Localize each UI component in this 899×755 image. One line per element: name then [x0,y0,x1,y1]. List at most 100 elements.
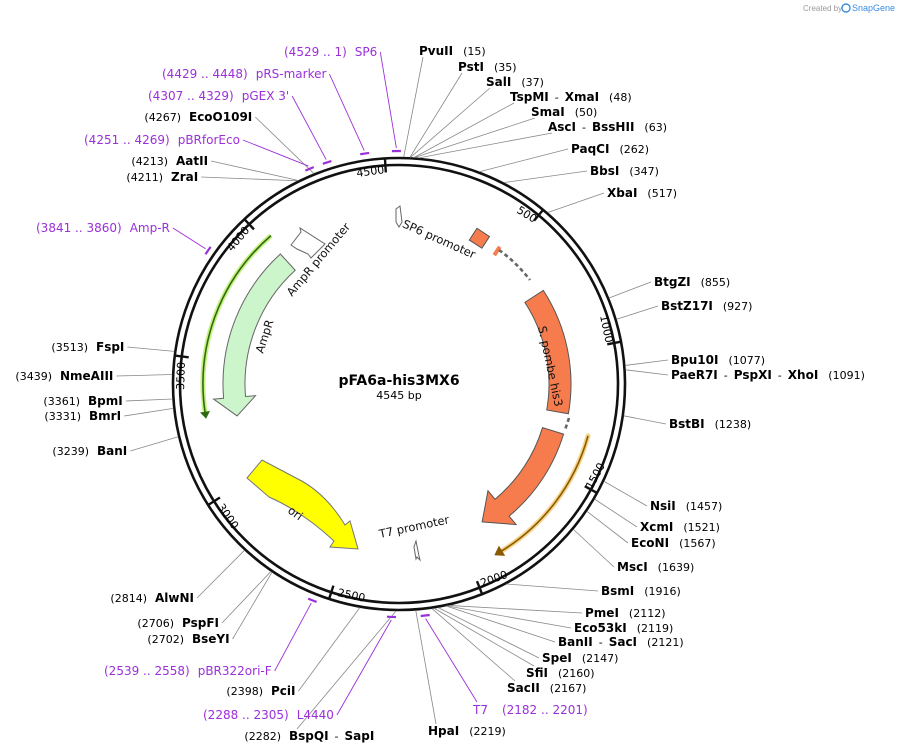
enzyme-name: HpaI [428,724,459,738]
enzyme-bstz17i[interactable]: BstZ17I (927) [661,299,752,313]
enzyme-asci[interactable]: AscI-BssHII(63) [548,120,667,134]
tick-label-2000: 2000 [479,568,510,590]
enzyme-name: BanII [558,635,593,649]
enzyme-sfii[interactable]: SfiI(2160) [526,666,595,680]
his3-exon-small[interactable] [468,227,491,249]
enzyme-nsii[interactable]: NsiI(1457) [650,499,722,513]
sp6-promoter-arrow[interactable] [395,205,403,228]
enzyme-position: (2814) [110,592,147,605]
enzyme-line-pspfi [221,571,272,624]
enzyme-pcii[interactable]: PciI(2398) [226,684,295,698]
primer-name: L4440 [297,708,334,722]
primer-mark-amp-r [204,246,212,255]
enzyme-banii[interactable]: BanII-SacI(2121) [558,635,684,649]
enzyme-hpai[interactable]: HpaI(2219) [428,724,506,738]
enzyme-tspmi[interactable]: TspMI-XmaI(48) [510,90,632,104]
enzyme-bpu10i[interactable]: Bpu10I(1077) [671,353,765,367]
enzyme-line-sfii [433,607,535,667]
enzyme-alwni[interactable]: AlwNI(2814) [110,591,194,605]
primer-t7[interactable]: T7 (2182 .. 2201) [472,703,588,717]
ampr-feature[interactable] [212,253,296,417]
enzyme-line-bspqi [296,610,397,730]
primer-mark-pgex-3 [322,159,332,165]
enzyme-line-zrai [201,176,298,182]
enzyme-name: BsmI [601,584,634,598]
ori-feature[interactable] [246,459,359,550]
enzyme-eco53ki[interactable]: Eco53kI(2119) [574,621,673,635]
enzyme-paqci[interactable]: PaqCI(262) [571,142,649,156]
enzyme-smai[interactable]: SmaI(50) [531,105,597,119]
his3-segment-2[interactable] [481,427,565,526]
enzyme-line-banii [446,605,556,643]
enzyme-spei[interactable]: SpeI(2147) [542,651,618,665]
his3-segment-1[interactable] [524,289,572,415]
enzyme-xbai[interactable]: XbaI(517) [607,186,677,200]
enzyme-nmeaiii[interactable]: NmeAIII(3439) [15,369,113,383]
primer-pbr322ori-f[interactable]: (2539 .. 2558)pBR322ori-F [104,664,272,678]
primer-prs-marker[interactable]: (4429 .. 4448)pRS-marker [162,67,326,81]
enzyme-bani[interactable]: BanI(3239) [52,444,127,458]
enzyme-sali[interactable]: SalI(37) [486,75,544,89]
enzyme-bseyi[interactable]: BseYI(2702) [147,632,229,646]
enzyme-fspi[interactable]: FspI(3513) [51,340,124,354]
primer-pbrforeco[interactable]: (4251 .. 4269)pBRforEco [84,133,240,147]
enzyme-line-bani [130,436,179,452]
enzyme-xcmi[interactable]: XcmI(1521) [640,520,720,534]
enzyme-pmei[interactable]: PmeI(2112) [585,606,665,620]
enzyme-bpmi[interactable]: BpmI(3361) [43,394,122,408]
primer-l4440[interactable]: (2288 .. 2305)L4440 [203,708,334,722]
enzyme-econi[interactable]: EcoNI(1567) [631,536,716,550]
primer-sp6[interactable]: (4529 .. 1)SP6 [284,45,377,59]
primer-range: (3841 .. 3860) [36,221,122,235]
ampr-promoter-arrow[interactable] [290,226,326,259]
enzyme-aatii[interactable]: AatII(4213) [131,154,208,168]
enzyme-line-pcii [298,607,361,692]
primer-labels: (4529 .. 1)SP6(4429 .. 4448)pRS-marker(4… [36,45,588,722]
enzyme-line-bseyi [232,571,273,640]
snapgene-credit[interactable]: Created by SnapGene [803,3,895,13]
enzyme-position: (2706) [137,617,174,630]
enzyme-bspqi[interactable]: BspQI-SapI(2282) [244,729,374,743]
enzyme-name: SmaI [531,105,565,119]
enzyme-labels: PvuII(15)PstI(35)SalI(37)TspMI-XmaI(48)S… [15,44,864,743]
primer-amp-r[interactable]: (3841 .. 3860)Amp-R [36,221,170,235]
primer-name: T7 [472,703,488,717]
enzyme-sacii[interactable]: SacII(2167) [507,681,586,695]
enzyme-name: NmeAIII [60,369,113,383]
primer-name: pBR322ori-F [198,664,272,678]
enzyme-paer7i[interactable]: PaeR7I-PspXI-XhoI(1091) [671,368,865,382]
backbone-inner [178,163,620,605]
enzyme-bstbi[interactable]: BstBI(1238) [669,417,751,431]
enzyme-name: BstZ17I [661,299,713,313]
orf-arrowhead-left [200,411,210,419]
primer-pgex-3[interactable]: (4307 .. 4329)pGEX 3' [148,89,289,103]
enzyme-line-bpu10i [625,359,669,366]
enzyme-pspfi[interactable]: PspFI(2706) [137,616,219,630]
enzyme-position: (15) [463,45,486,58]
enzyme-separator: - [724,369,728,382]
enzyme-separator: - [582,121,586,134]
enzyme-pvuii[interactable]: PvuII(15) [419,44,486,58]
enzyme-position: (35) [494,61,517,74]
enzyme-bsmi[interactable]: BsmI (1916) [601,584,681,598]
t7-promoter-arrow[interactable] [413,539,421,562]
enzyme-name: SacII [507,681,540,695]
enzyme-lines [116,56,669,730]
enzyme-line-pmei [448,605,583,614]
primer-range: (2182 .. 2201) [502,703,588,717]
enzyme-btgzi[interactable]: BtgZI(855) [654,275,730,289]
enzyme-line-bmri [123,407,174,417]
enzyme-bmri[interactable]: BmrI(3331) [44,409,121,423]
enzyme-position: (1916) [644,585,681,598]
enzyme-bbsi[interactable]: BbsI(347) [590,164,659,178]
enzyme-zrai[interactable]: ZraI(4211) [126,170,198,184]
primer-range: (4429 .. 4448) [162,67,248,81]
enzyme-line-alwni [196,550,245,599]
enzyme-msci[interactable]: MscI(1639) [617,560,694,574]
enzyme-position: (2398) [226,685,263,698]
enzyme-psti[interactable]: PstI(35) [458,60,517,74]
enzyme-position: (927) [723,300,753,313]
enzyme-ecoo109i[interactable]: EcoO109I(4267) [144,110,252,124]
enzyme-position: (1238) [715,418,752,431]
